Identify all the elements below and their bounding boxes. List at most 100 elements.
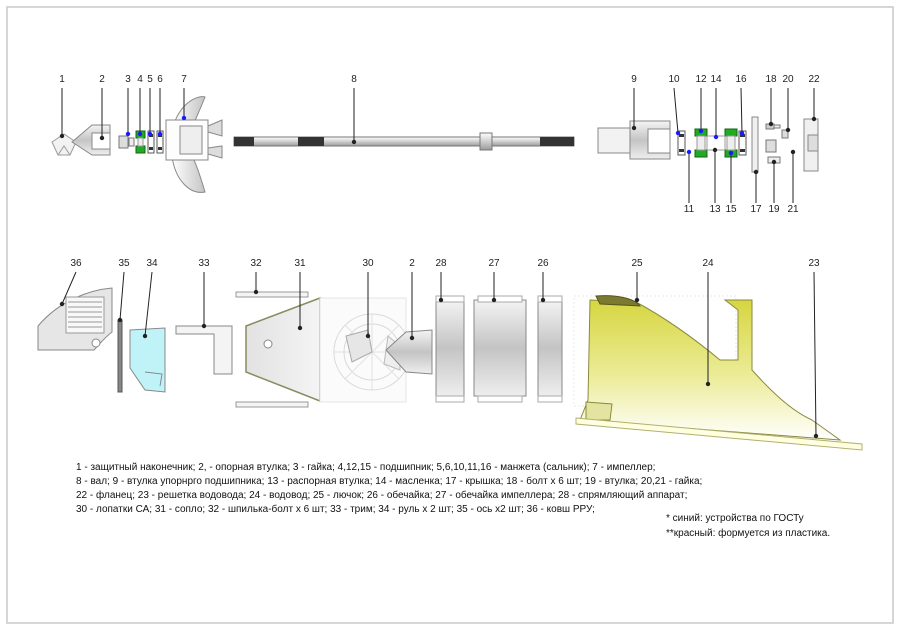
note-plastic-red: **красный: формуется из пластика. bbox=[666, 528, 831, 539]
callout-label-7: 7 bbox=[181, 74, 187, 85]
callout-label-22: 22 bbox=[808, 74, 820, 85]
callout-label-35: 35 bbox=[118, 258, 130, 269]
callout-label-4: 4 bbox=[137, 74, 143, 85]
leader-dot-32 bbox=[253, 289, 259, 295]
axle-pin-part bbox=[117, 319, 123, 393]
impeller-shell-part bbox=[473, 295, 527, 403]
nut-part bbox=[118, 135, 135, 149]
note-gost-blue: * синий: устройства по ГОСТу bbox=[666, 513, 804, 524]
callout-label-31: 31 bbox=[294, 258, 306, 269]
leader-dot-1 bbox=[59, 133, 65, 139]
callout-label-17: 17 bbox=[750, 204, 762, 215]
leader-dot-3 bbox=[125, 131, 131, 137]
cover-part bbox=[751, 116, 759, 173]
callout-label-9: 9 bbox=[631, 74, 637, 85]
shaft-part bbox=[233, 132, 575, 151]
leader-dot-11 bbox=[686, 149, 692, 155]
callout-label-10: 10 bbox=[668, 74, 680, 85]
callout-label-26: 26 bbox=[537, 258, 549, 269]
support-sleeve-part bbox=[71, 124, 111, 156]
leader-line-34 bbox=[144, 271, 153, 337]
support-sleeve-2-part bbox=[385, 329, 433, 375]
callout-label-30: 30 bbox=[362, 258, 374, 269]
leader-dot-22 bbox=[811, 116, 817, 122]
leader-dot-9 bbox=[631, 125, 637, 131]
leader-dot-2b bbox=[409, 335, 415, 341]
callout-label-14: 14 bbox=[710, 74, 722, 85]
leader-dot-31 bbox=[297, 325, 303, 331]
leader-dot-34 bbox=[142, 333, 148, 339]
impeller-part bbox=[165, 96, 223, 193]
callout-label-19: 19 bbox=[768, 204, 780, 215]
callout-label-36: 36 bbox=[70, 258, 82, 269]
callout-label-8: 8 bbox=[351, 74, 357, 85]
callout-label-5: 5 bbox=[147, 74, 153, 85]
leader-dot-13 bbox=[712, 147, 718, 153]
leader-dot-36 bbox=[59, 301, 65, 307]
leader-dot-2 bbox=[99, 135, 105, 141]
callout-label-23: 23 bbox=[808, 258, 820, 269]
leader-lines bbox=[59, 87, 819, 439]
callout-label-2: 2 bbox=[99, 74, 105, 85]
callout-label-13: 13 bbox=[709, 204, 721, 215]
leader-dot-21 bbox=[790, 149, 796, 155]
leader-dot-30 bbox=[365, 333, 371, 339]
leader-dot-25 bbox=[634, 297, 640, 303]
leader-dot-17 bbox=[753, 169, 759, 175]
callout-label-33: 33 bbox=[198, 258, 210, 269]
callout-label-15: 15 bbox=[725, 204, 737, 215]
leader-dot-27 bbox=[491, 297, 497, 303]
callout-label-25: 25 bbox=[631, 258, 643, 269]
shell-part bbox=[537, 295, 563, 403]
callout-label-21: 21 bbox=[787, 204, 799, 215]
leader-dot-14 bbox=[713, 134, 719, 140]
seal-10-11-part bbox=[677, 130, 686, 156]
leader-dot-15 bbox=[728, 150, 734, 156]
callout-label-3: 3 bbox=[125, 74, 131, 85]
leader-dot-6 bbox=[157, 131, 163, 137]
leader-line-23 bbox=[813, 271, 817, 437]
leader-line-10 bbox=[673, 87, 679, 134]
callout-label-20: 20 bbox=[782, 74, 794, 85]
callout-label-16: 16 bbox=[735, 74, 747, 85]
callout-label-6: 6 bbox=[157, 74, 163, 85]
leader-dot-10 bbox=[675, 130, 681, 136]
leader-dot-12 bbox=[698, 128, 704, 134]
flange-part bbox=[803, 118, 819, 172]
waterway-part bbox=[573, 295, 863, 451]
leader-dot-23 bbox=[813, 433, 819, 439]
callout-label-2b: 2 bbox=[409, 258, 415, 269]
legend-line-2: 8 - вал; 9 - втулка упорнрго подшипника;… bbox=[76, 476, 703, 487]
straightener-part bbox=[435, 295, 465, 403]
legend-line-3: 22 - фланец; 23 - решетка водовода; 24 -… bbox=[76, 490, 688, 501]
legend-line-4: 30 - лопатки СА; 31 - сопло; 32 - шпильк… bbox=[76, 504, 595, 515]
leader-dot-20 bbox=[785, 127, 791, 133]
leader-dot-18 bbox=[768, 121, 774, 127]
thrust-bearing-sleeve-part bbox=[597, 120, 671, 160]
callout-label-27: 27 bbox=[488, 258, 500, 269]
leader-dot-24 bbox=[705, 381, 711, 387]
callout-label-12: 12 bbox=[695, 74, 707, 85]
leader-line-16 bbox=[740, 87, 743, 134]
leader-dot-8 bbox=[351, 139, 357, 145]
leader-dot-16 bbox=[739, 130, 745, 136]
legend-line-1: 1 - защитный наконечник; 2, - опорная вт… bbox=[76, 462, 656, 473]
leader-dot-7 bbox=[181, 115, 187, 121]
leader-line-36 bbox=[61, 271, 77, 305]
callout-label-1: 1 bbox=[59, 74, 65, 85]
leader-dot-4 bbox=[137, 131, 143, 137]
leader-dot-28 bbox=[438, 297, 444, 303]
stud-bolts-part bbox=[235, 291, 309, 408]
reverse-bucket-part bbox=[37, 287, 113, 351]
callout-label-11: 11 bbox=[684, 204, 695, 215]
leader-dot-35 bbox=[117, 317, 123, 323]
callout-label-24: 24 bbox=[702, 258, 714, 269]
rudder-part bbox=[129, 327, 166, 393]
nozzle-part bbox=[245, 296, 321, 403]
callout-label-18: 18 bbox=[765, 74, 777, 85]
trim-part bbox=[175, 325, 233, 375]
leader-line-35 bbox=[119, 271, 125, 321]
callout-label-28: 28 bbox=[435, 258, 447, 269]
